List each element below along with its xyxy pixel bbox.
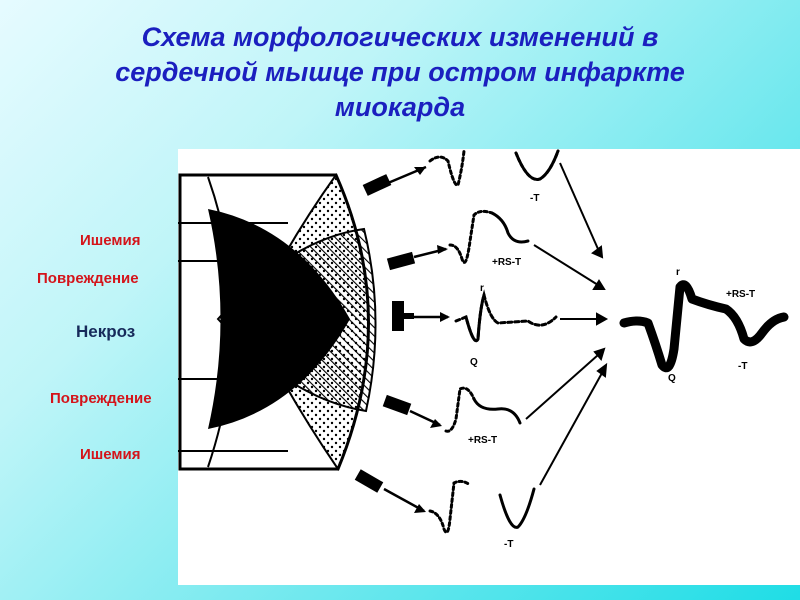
label-injury-bottom: Повреждение <box>50 390 152 407</box>
converge-arrow-5 <box>539 372 603 486</box>
converge-arrow-1 <box>559 162 599 250</box>
electrode-1 <box>362 165 427 196</box>
label-injury-top: Повреждение <box>37 270 139 287</box>
label-necrosis: Некроз <box>76 322 136 341</box>
title-line-2: сердечной мышце при остром инфаркте <box>115 57 685 87</box>
necrosis-zone <box>208 209 350 429</box>
annot-neg-t-2: -T <box>504 539 513 550</box>
annot-rs-t-1: +RS-T <box>492 257 521 268</box>
converge-arrow-4 <box>525 354 599 420</box>
combined-ecg-trace <box>619 280 789 373</box>
slide-title: Схема морфологических изменений в сердеч… <box>20 20 780 125</box>
diagram-panel: -T +RS-T r Q +RS-T -T r +RS-T Q -T <box>178 149 800 585</box>
annot-r-combined: r <box>676 267 680 278</box>
ecg-trace-5-solid <box>498 487 536 529</box>
ecg-trace-3-solid <box>464 293 486 343</box>
annot-rs-t-2: +RS-T <box>468 435 497 446</box>
myocardium-ecg-diagram: -T +RS-T r Q +RS-T -T r +RS-T Q -T <box>178 149 789 550</box>
annot-r-3: r <box>480 283 484 294</box>
label-ischemia-top: Ишемия <box>80 232 141 249</box>
annot-q-3: Q <box>470 357 478 368</box>
annot-neg-t-1: -T <box>530 193 539 204</box>
electrode-3 <box>392 301 450 331</box>
inner-boundary <box>207 176 234 468</box>
annot-q-combined: Q <box>668 373 676 384</box>
ecg-trace-2 <box>448 209 494 264</box>
ecg-trace-4 <box>444 386 476 433</box>
annot-neg-t-combined: -T <box>738 361 747 372</box>
label-ischemia-bottom: Ишемия <box>80 446 141 463</box>
title-line-3: миокарда <box>334 92 466 122</box>
ecg-trace-5 <box>428 479 472 534</box>
electrode-2 <box>386 245 448 271</box>
ecg-trace-4-solid <box>472 397 522 425</box>
electrode-4 <box>382 394 442 428</box>
annot-rs-t-combined: +RS-T <box>726 289 755 300</box>
electrode-5 <box>354 469 426 513</box>
ecg-trace-1-solid <box>514 149 560 181</box>
ecg-trace-2-solid <box>490 211 530 244</box>
title-line-1: Схема морфологических изменений в <box>141 22 659 52</box>
converge-arrow-2 <box>533 244 599 286</box>
